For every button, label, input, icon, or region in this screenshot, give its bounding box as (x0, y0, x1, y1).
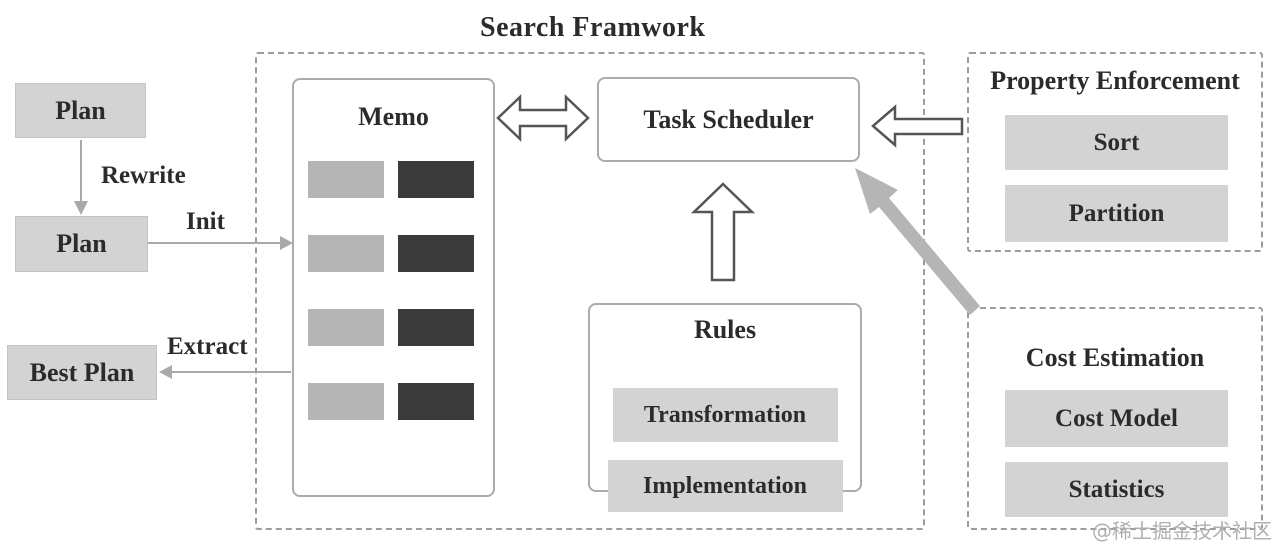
node-plan-rewritten-label: Plan (56, 229, 107, 258)
cost-estimation-title: Cost Estimation (1025, 343, 1205, 372)
memo-group-cell (308, 309, 384, 346)
memo-row (308, 161, 474, 198)
property-enforcement-panel: Property Enforcement Sort Partition (967, 52, 1263, 252)
memo-row (308, 383, 474, 420)
cost-estimation-panel: Cost Estimation Cost Model Statistics (967, 307, 1263, 530)
rules-box: Rules Transformation Implementation (588, 303, 862, 512)
init-edge-label: Init (186, 208, 225, 235)
node-best-plan: Best Plan (7, 345, 157, 400)
cost-model: Cost Model (1005, 390, 1228, 447)
node-plan-initial-label: Plan (55, 95, 106, 125)
extract-edge-label: Extract (167, 333, 248, 360)
rule-transformation: Transformation (612, 388, 838, 442)
memo-group-cell (308, 235, 384, 272)
rewrite-arrow (74, 140, 88, 215)
node-best-plan-label: Best Plan (29, 357, 135, 387)
memo-expression-cell (398, 309, 474, 346)
memo-title: Memo (358, 102, 429, 131)
rule-implementation: Implementation (607, 460, 843, 512)
memo-expression-cell (398, 235, 474, 272)
task-scheduler-label: Task Scheduler (643, 104, 814, 134)
memo-group-cell (308, 383, 384, 420)
rewrite-edge-label: Rewrite (101, 162, 186, 189)
memo-group-cell (308, 161, 384, 198)
enforcer-partition: Partition (1005, 185, 1228, 242)
memo-rows (308, 161, 474, 420)
memo-box: Memo (292, 78, 495, 497)
statistics: Statistics (1005, 462, 1228, 517)
memo-expression-cell (398, 383, 474, 420)
rules-title: Rules (693, 315, 757, 344)
property-enforcement-title: Property Enforcement (990, 66, 1240, 95)
enforcer-sort: Sort (1005, 115, 1228, 170)
node-plan-rewritten: Plan (15, 216, 148, 272)
memo-row (308, 235, 474, 272)
node-plan-initial: Plan (15, 83, 146, 138)
memo-expression-cell (398, 161, 474, 198)
diagram-title: Search Framwork (480, 12, 706, 43)
task-scheduler-box: Task Scheduler (597, 77, 860, 162)
memo-row (308, 309, 474, 346)
watermark: @稀土掘金技术社区 (1092, 519, 1272, 543)
